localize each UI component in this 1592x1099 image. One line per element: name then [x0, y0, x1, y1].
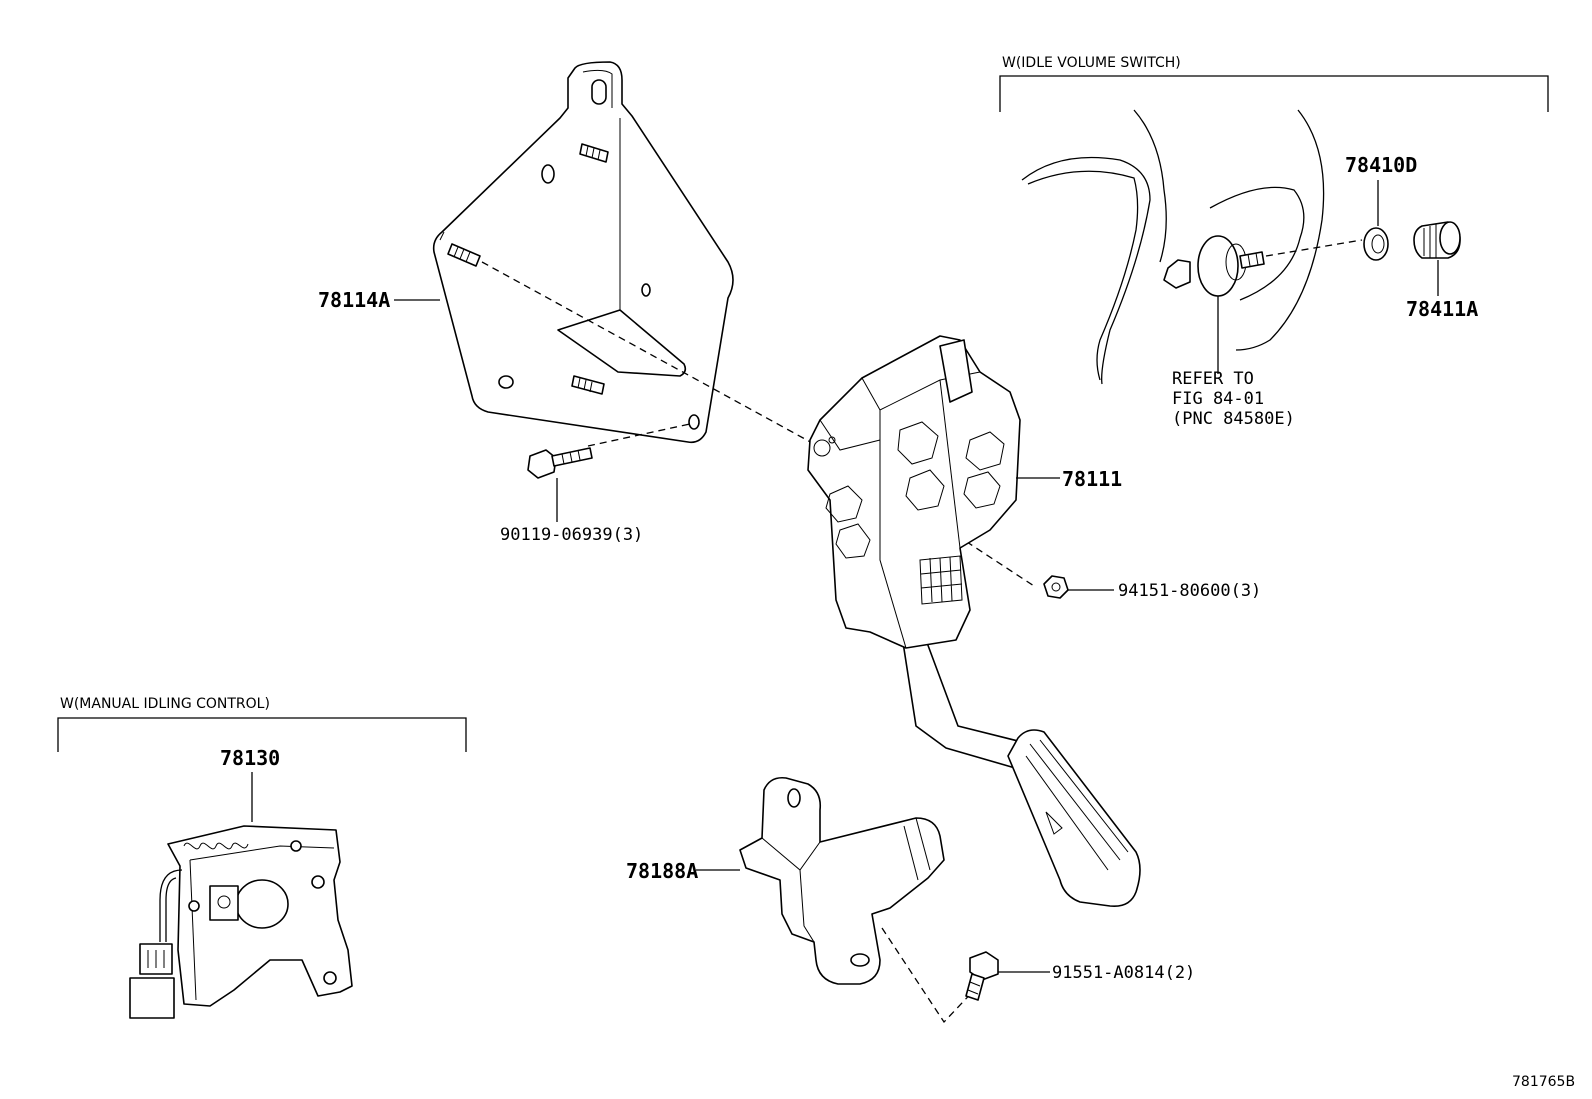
- idle-control-78130: [129, 825, 353, 1019]
- nut-78410D: [1363, 227, 1389, 261]
- nut-94151-80600: [1043, 575, 1069, 599]
- refer-note-line2: FIG 84-01: [1172, 389, 1264, 409]
- refer-note-line3: (PNC 84580E): [1172, 409, 1295, 429]
- stud-bottom: [571, 375, 605, 395]
- idle-volume-switch: [1163, 235, 1265, 297]
- label-94151-80600: 94151-80600(3): [1118, 581, 1261, 601]
- bolt-91551-A0814: [965, 951, 999, 1001]
- stud-top: [579, 143, 609, 163]
- label-78130: 78130: [220, 746, 280, 770]
- alignment-line-bracket: [881, 927, 979, 1024]
- label-78111: 78111: [1062, 467, 1122, 491]
- alignment-line-bolt: [587, 423, 691, 447]
- idle-volume-section-bracket: [999, 75, 1549, 112]
- figure-id: 781765B: [1512, 1074, 1575, 1090]
- label-78114A: 78114A: [318, 288, 390, 312]
- alignment-line-stud: [481, 261, 837, 457]
- refer-note-line1: REFER TO: [1172, 369, 1254, 389]
- label-91551-A0814: 91551-A0814(2): [1052, 963, 1195, 983]
- idle-volume-header: W(IDLE VOLUME SWITCH): [1002, 55, 1181, 71]
- bolt-90119-06939: [527, 447, 593, 479]
- bracket-plate-78114A: [432, 61, 734, 444]
- label-78410D: 78410D: [1345, 153, 1417, 177]
- knob-78411A: [1413, 221, 1461, 259]
- label-78411A: 78411A: [1406, 297, 1478, 321]
- accelerator-pedal-78111: [807, 335, 1141, 908]
- label-90119-06939: 90119-06939(3): [500, 525, 643, 545]
- alignment-line-switch: [1265, 239, 1363, 257]
- bracket-78188A: [739, 776, 945, 985]
- dashboard-outline: [1021, 109, 1325, 385]
- label-78188A: 78188A: [626, 859, 698, 883]
- manual-idle-header: W(MANUAL IDLING CONTROL): [60, 696, 270, 712]
- manual-idle-section-bracket: [57, 717, 467, 752]
- stud-left: [447, 243, 481, 267]
